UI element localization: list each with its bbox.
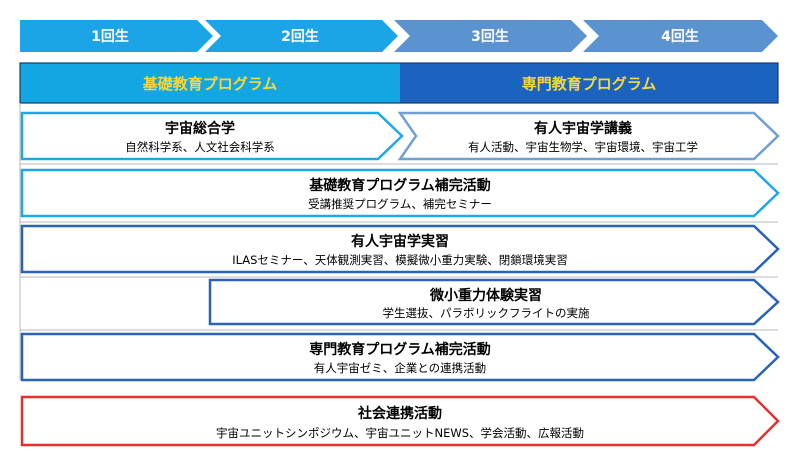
subtitle-social: 宇宙ユニットシンポジウム、宇宙ユニットNEWS、学会活動、広報活動 <box>216 426 584 440</box>
year-chevron-4 <box>583 20 778 52</box>
advanced-program-bar <box>400 63 778 103</box>
year-label-1: 1回生 <box>91 28 129 45</box>
basic-program-bar <box>20 63 400 103</box>
arrow-social <box>20 395 780 447</box>
title-advanced-complement: 専門教育プログラム補完活動 <box>309 341 491 358</box>
arrow-human-space-lecture <box>397 111 780 161</box>
year-chevron-2 <box>205 20 398 52</box>
subtitle-microgravity: 学生選抜、パラボリックフライトの実施 <box>383 306 590 320</box>
activity-space-studies: 宇宙総合学 自然科学系、人文社会科学系 <box>20 111 404 161</box>
year-label-4: 4回生 <box>661 28 699 45</box>
subtitle-space-studies: 自然科学系、人文社会科学系 <box>125 140 275 154</box>
activity-advanced-complement: 専門教育プログラム補完活動 有人宇宙ゼミ、企業との連携活動 <box>20 332 780 382</box>
subtitle-basic-complement: 受講推奨プログラム、補完セミナー <box>308 197 492 211</box>
year-label-3: 3回生 <box>471 28 509 45</box>
activity-microgravity: 微小重力体験実習 学生選抜、パラボリックフライトの実施 <box>208 278 780 326</box>
year-chevron-1 <box>20 20 213 52</box>
arrow-advanced-complement <box>20 332 780 382</box>
year-label-2: 2回生 <box>281 28 319 45</box>
arrow-basic-complement <box>20 168 780 218</box>
activity-human-space-lecture: 有人宇宙学講義 有人活動、宇宙生物学、宇宙環境、宇宙工学 <box>397 111 780 161</box>
row-separators <box>19 103 778 380</box>
advanced-program-label: 専門教育プログラム <box>522 75 657 93</box>
year-chevron-3 <box>394 20 587 52</box>
activity-social: 社会連携活動 宇宙ユニットシンポジウム、宇宙ユニットNEWS、学会活動、広報活動 <box>20 395 780 447</box>
subtitle-human-space-lecture: 有人活動、宇宙生物学、宇宙環境、宇宙工学 <box>468 140 698 154</box>
basic-program-label: 基礎教育プログラム <box>142 75 278 93</box>
title-microgravity: 微小重力体験実習 <box>429 287 542 304</box>
program-header: 基礎教育プログラム 専門教育プログラム <box>19 62 779 104</box>
year-header: 1回生 2回生 3回生 4回生 <box>20 20 778 52</box>
activity-human-space-practice: 有人宇宙学実習 ILASセミナー、天体観測実習、模擬微小重力実験、閉鎖環境実習 <box>20 224 780 274</box>
subtitle-human-space-practice: ILASセミナー、天体観測実習、模擬微小重力実験、閉鎖環境実習 <box>232 253 568 267</box>
activity-basic-complement: 基礎教育プログラム補完活動 受講推奨プログラム、補完セミナー <box>20 168 780 218</box>
arrow-space-studies <box>20 111 404 161</box>
subtitle-advanced-complement: 有人宇宙ゼミ、企業との連携活動 <box>314 361 486 375</box>
title-basic-complement: 基礎教育プログラム補完活動 <box>309 177 491 194</box>
title-human-space-lecture: 有人宇宙学講義 <box>534 120 632 137</box>
program-header-border <box>19 62 779 104</box>
title-human-space-practice: 有人宇宙学実習 <box>351 233 449 250</box>
title-social: 社会連携活動 <box>357 405 442 422</box>
arrow-human-space-practice <box>20 224 780 274</box>
title-space-studies: 宇宙総合学 <box>165 120 235 137</box>
arrow-microgravity <box>208 278 780 326</box>
